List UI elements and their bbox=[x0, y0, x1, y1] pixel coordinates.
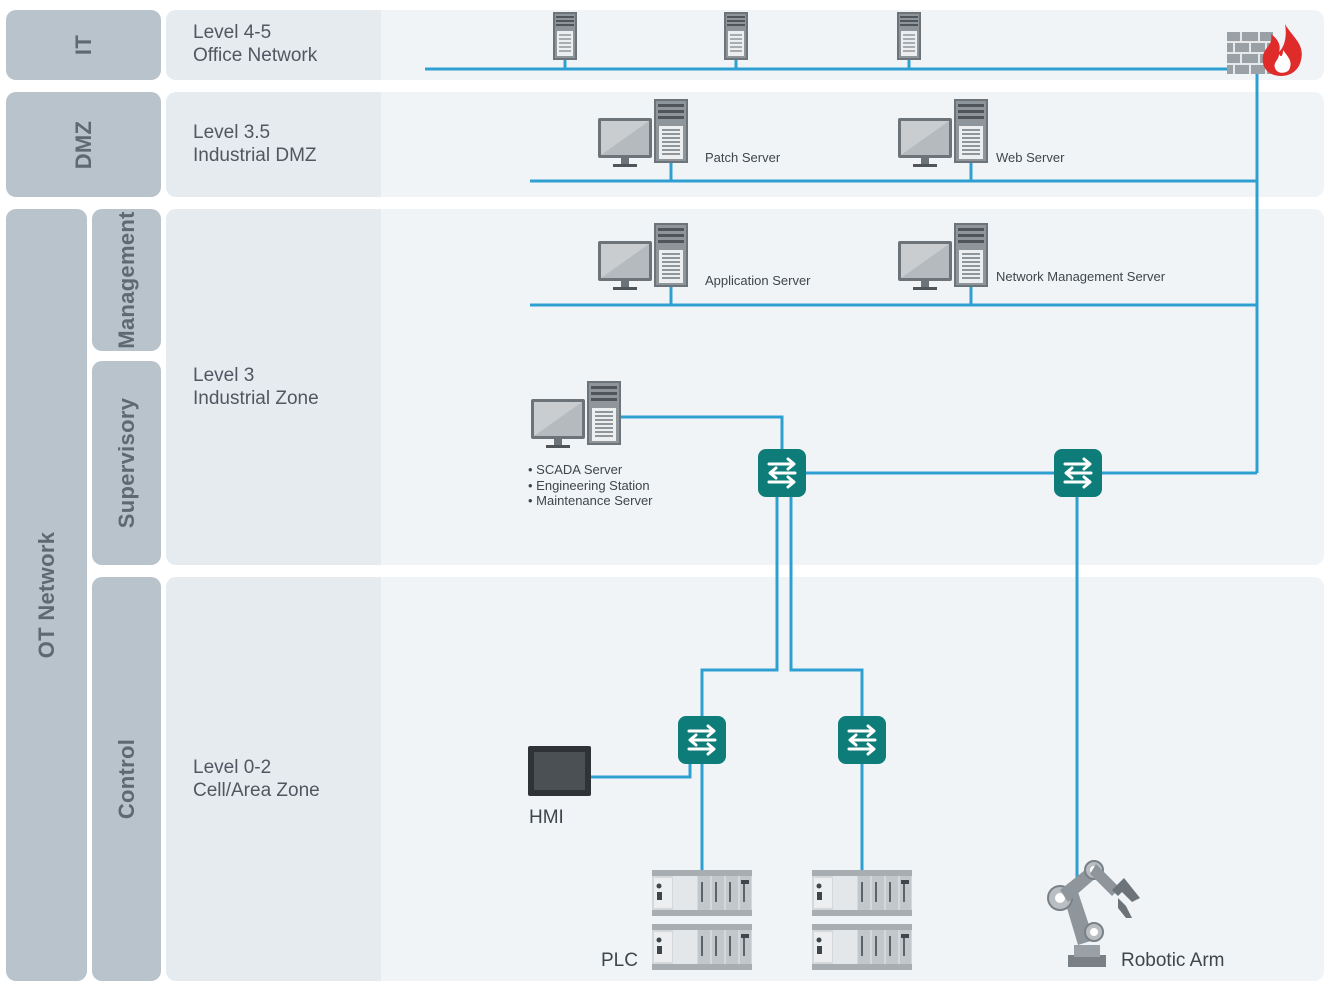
industrial-level-name: Industrial Zone bbox=[193, 388, 319, 409]
ot-network-tab: OT Network bbox=[6, 209, 87, 981]
hmi-icon bbox=[528, 746, 591, 796]
office-server-2-icon bbox=[723, 11, 749, 61]
plc-2-icon bbox=[812, 870, 912, 970]
dmz-level-name: Industrial DMZ bbox=[193, 145, 317, 166]
core-switch-icon bbox=[756, 447, 808, 499]
network-links bbox=[425, 58, 1259, 880]
dmz-switch-icon bbox=[1052, 447, 1104, 499]
industrial-level-label: Level 3 Industrial Zone bbox=[193, 364, 319, 410]
plc-1-icon bbox=[652, 870, 752, 970]
office-level-number: Level 4-5 bbox=[193, 22, 272, 43]
cell-level-label: Level 0-2 Cell/Area Zone bbox=[193, 756, 320, 802]
supervisory-item-maintenance: Maintenance Server bbox=[528, 493, 652, 509]
patch-server-icon bbox=[598, 98, 689, 167]
robotic-arm-label: Robotic Arm bbox=[1121, 950, 1225, 971]
office-level-name: Office Network bbox=[193, 45, 318, 66]
network-management-server-label: Network Management Server bbox=[996, 269, 1166, 284]
control-tab: Control bbox=[92, 577, 161, 981]
robotic-arm-icon bbox=[1047, 860, 1140, 967]
dmz-tab: DMZ bbox=[6, 92, 161, 197]
network-management-server-icon bbox=[898, 222, 989, 290]
cell-label-panel bbox=[166, 577, 381, 981]
office-server-1-icon bbox=[552, 11, 578, 61]
office-level-label: Level 4-5 Office Network bbox=[193, 21, 317, 67]
cell-level-name: Cell/Area Zone bbox=[193, 780, 320, 801]
plc-label: PLC bbox=[601, 950, 638, 971]
supervisory-tab: Supervisory bbox=[92, 361, 161, 565]
cell-switch-1-icon bbox=[676, 714, 728, 766]
industrial-level-number: Level 3 bbox=[193, 365, 255, 386]
web-server-icon bbox=[898, 98, 989, 167]
it-tab: IT bbox=[6, 10, 161, 80]
dmz-label-panel bbox=[166, 92, 381, 197]
dmz-level-number: Level 3.5 bbox=[193, 122, 271, 143]
supervisory-workstation-icon bbox=[531, 380, 622, 448]
supervisory-item-scada: SCADA Server bbox=[528, 462, 653, 478]
application-server-label: Application Server bbox=[705, 273, 811, 288]
supervisory-item-engineering: Engineering Station bbox=[528, 478, 653, 494]
application-server-icon bbox=[598, 222, 689, 290]
management-tab: Management bbox=[92, 209, 161, 351]
dmz-level-label: Level 3.5 Industrial DMZ bbox=[193, 121, 317, 167]
patch-server-label: Patch Server bbox=[705, 150, 781, 165]
office-server-3-icon bbox=[896, 11, 922, 61]
hmi-label: HMI bbox=[529, 807, 564, 828]
firewall-icon bbox=[1227, 24, 1302, 76]
industrial-label-panel bbox=[166, 209, 381, 565]
cell-switch-2-icon bbox=[836, 714, 888, 766]
supervisory-items-list: SCADA Server Engineering Station Mainten… bbox=[528, 462, 653, 509]
office-label-panel bbox=[166, 10, 381, 80]
cell-level-number: Level 0-2 bbox=[193, 757, 272, 778]
web-server-label: Web Server bbox=[996, 150, 1065, 165]
